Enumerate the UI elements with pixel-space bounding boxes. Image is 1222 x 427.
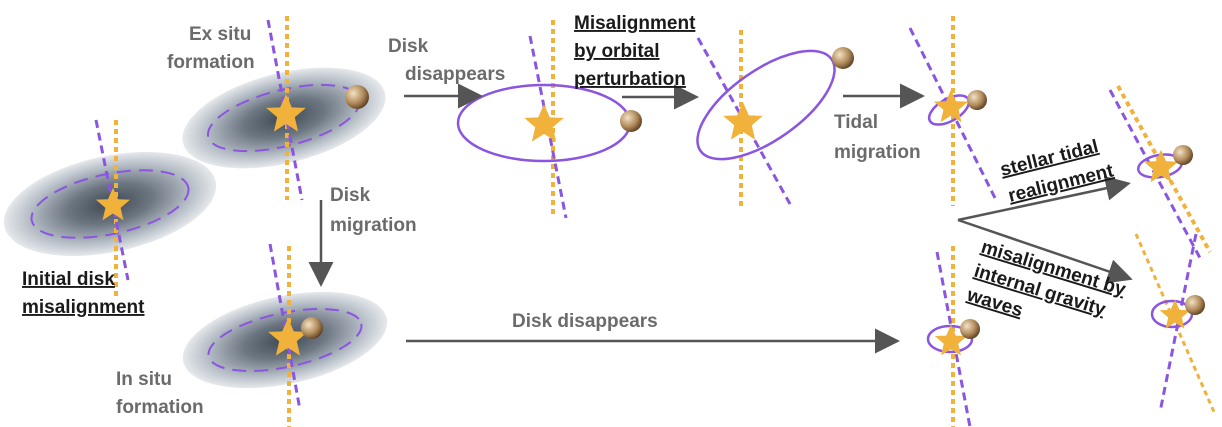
ex-situ-disk-group <box>182 16 386 201</box>
in-situ-label-line2: formation <box>116 397 204 418</box>
arrow-stellar-realignment <box>957 175 1131 222</box>
orbit-1-planet <box>620 110 642 132</box>
bottom-orbit-a-ellipse <box>926 324 974 354</box>
disk-disappears-label-line2: disappears <box>405 64 505 85</box>
bottom-orbit-a-group <box>926 246 980 427</box>
orbital-perturbation-label-line3: perturbation <box>574 69 686 90</box>
orbital-perturbation-label-line1: Misalignment <box>574 13 696 34</box>
in-situ-disk-group <box>182 243 388 427</box>
realigned-group <box>1108 85 1212 259</box>
ex-situ-planet <box>345 85 369 109</box>
initial-disk-flow <box>30 169 190 239</box>
initial-misalignment-label-line1: Initial disk <box>22 269 115 290</box>
disk-disappears-label-line1: Disk <box>388 36 429 57</box>
orbit-2-group <box>696 30 854 208</box>
bottom-orbit-b-planet <box>1185 295 1205 315</box>
ex-situ-label-line2: formation <box>167 52 255 73</box>
orbit-3-group <box>908 16 998 206</box>
ex-situ-label-line1: Ex situ <box>189 24 251 45</box>
orbit-1-star <box>524 104 564 142</box>
bottom-orbit-b-spin-axis <box>1158 233 1198 413</box>
arrow-gravity-waves <box>957 218 1133 284</box>
arrows <box>308 83 1133 354</box>
orbital-perturbation-label-line2: by orbital <box>574 41 660 62</box>
initial-misalignment-label-line2: misalignment <box>22 297 145 318</box>
disk-migration-label-line2: migration <box>330 215 417 236</box>
tidal-migration-label-line2: migration <box>834 142 921 163</box>
initial-disk-group <box>3 119 217 300</box>
in-situ-disk-flow <box>207 308 363 372</box>
disk-disappears-bottom-label: Disk disappears <box>512 311 658 332</box>
bottom-orbit-b-orbit-axis <box>1134 233 1216 413</box>
orbit-2-ellipse <box>696 49 836 161</box>
orbit-3-planet <box>967 90 987 110</box>
orbit-1-group <box>456 20 642 219</box>
tidal-migration-label-line1: Tidal <box>834 112 878 133</box>
realigned-planet <box>1173 145 1193 165</box>
bottom-orbit-a-planet <box>960 319 980 339</box>
disk-migration-label-line1: Disk <box>330 185 371 206</box>
in-situ-label-line1: In situ <box>116 369 172 390</box>
in-situ-planet <box>301 317 323 339</box>
bottom-orbit-b-group <box>1134 233 1216 413</box>
bottom-orbit-a-spin-axis <box>935 251 972 427</box>
orbit-2-planet <box>832 47 854 69</box>
